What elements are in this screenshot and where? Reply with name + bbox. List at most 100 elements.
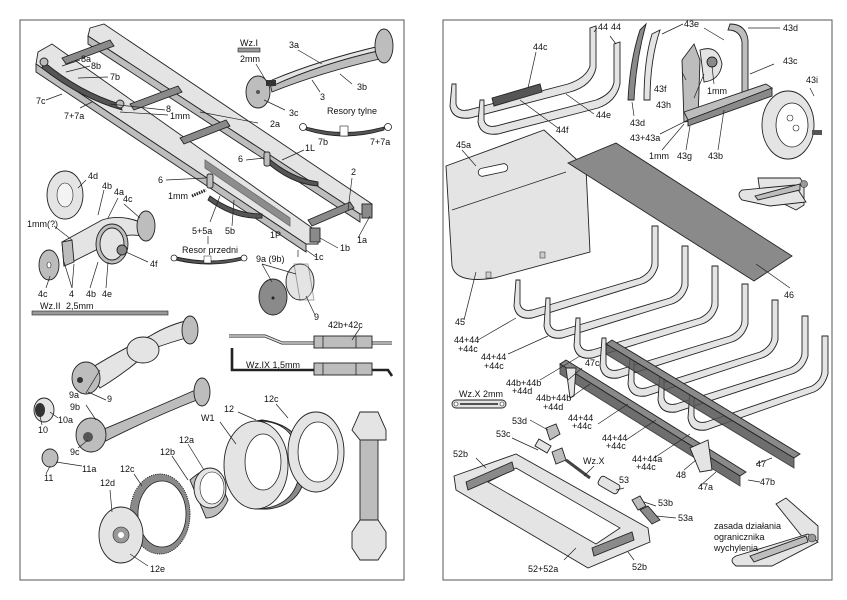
stack-label: +44d [543, 402, 563, 412]
part-label: 47b [760, 477, 775, 487]
part-label: 44 [611, 22, 621, 32]
part-label: 47 [756, 459, 766, 469]
part-label: 1mm [168, 191, 188, 201]
part-label: 7b [318, 137, 328, 147]
hub-parts-9 [258, 263, 315, 316]
part-label: 4f [150, 259, 158, 269]
rear-spring-assembly [237, 28, 394, 137]
part-label: 1L [305, 143, 315, 153]
stack-label: 44+44 [568, 413, 593, 423]
stack-label: +44c [458, 344, 478, 354]
wheel-parts-12 [98, 411, 387, 564]
part-label: 6 [238, 154, 243, 164]
stack-label: +44c [484, 361, 504, 371]
stack-label: 44+44 [481, 352, 506, 362]
stack-label: 44+44 [602, 433, 627, 443]
part-label: 8b [91, 61, 101, 71]
left-labels: 8a 8b 7b 7c 7+7a 8 1mm Wz.I 2mm 3a 3b 3 … [27, 38, 390, 574]
part-label: 9a (9b) [256, 254, 285, 264]
spare-axle-bar [351, 411, 387, 561]
rear-springs-caption: Resory tylne [327, 106, 377, 116]
part-label: 9b [70, 402, 80, 412]
part-label: 53 [619, 475, 629, 485]
stack-label: 44b+44b [536, 393, 571, 403]
part-label: 53c [496, 429, 511, 439]
part-label: 43g [677, 151, 692, 161]
note-line-1: zasada działania [714, 521, 781, 531]
body-panels [445, 129, 793, 282]
part-label: 7+7a [370, 137, 390, 147]
wire-wz2-swatch [31, 310, 169, 316]
part-label: 43d [783, 23, 798, 33]
part-label: 45a [456, 140, 471, 150]
part-label: 10a [58, 415, 73, 425]
stack-label: +44c [572, 421, 592, 431]
part-label: 1b [340, 243, 350, 253]
part-label: 4 [69, 289, 74, 299]
part-label: 10 [38, 425, 48, 435]
part-label: 9 [107, 394, 112, 404]
stack-label: +44c [606, 441, 626, 451]
part-label: 52b [632, 562, 647, 572]
part-label: 44 [598, 22, 608, 32]
part-label: 53a [678, 513, 693, 523]
right-labels: 44 44 44c 44e 44f 43e 43d 43c 43i 43f 1m… [453, 19, 818, 574]
part-label: 47c [585, 358, 600, 368]
cross-member-2 [307, 201, 355, 227]
wire-wz9-label: Wz.IX 1,5mm [246, 360, 300, 370]
chassis-frame [35, 23, 373, 253]
part-label: 5+5a [192, 226, 212, 236]
front-axle-assembly [31, 170, 248, 316]
part-label: 12 [224, 404, 234, 414]
part-label: 44e [596, 110, 611, 120]
part-label: 52+52a [528, 564, 558, 574]
part-label: 43e [684, 19, 699, 29]
part-label: 47a [698, 482, 713, 492]
part-label: 43b [708, 151, 723, 161]
part-label: Wz.X [583, 456, 605, 466]
part-label: 4d [88, 171, 98, 181]
rails-47 [559, 339, 801, 487]
part-label: 4b [86, 289, 96, 299]
part-label: 53b [658, 498, 673, 508]
part-label: 44c [533, 42, 548, 52]
wire-wz1-size: 2mm [240, 54, 260, 64]
part-label: 6 [158, 175, 163, 185]
part-label: 5b [225, 226, 235, 236]
left-panel: 8a 8b 7b 7c 7+7a 8 1mm Wz.I 2mm 3a 3b 3 … [19, 19, 405, 581]
part-label: 4b [102, 181, 112, 191]
part-label: 3c [289, 108, 299, 118]
right-panel: 44 44 44c 44e 44f 43e 43d 43c 43i 43f 1m… [442, 19, 833, 581]
wire-wz9-assembly [229, 334, 394, 377]
part-label: 12a [179, 435, 194, 445]
part-label: 48 [676, 470, 686, 480]
part-label: 43+43a [630, 133, 660, 143]
part-label: 4c [38, 289, 48, 299]
wire-wz2-size: 2,5mm [66, 301, 94, 311]
part-label: 43h [656, 100, 671, 110]
part-label: 11a [82, 464, 96, 474]
part-label: 43f [654, 84, 667, 94]
part-label: 1mm [170, 111, 190, 121]
part-label: 53d [512, 416, 527, 426]
left-leader-lines [39, 49, 371, 567]
part-label: 9a [69, 390, 79, 400]
part-label: 1mm(?) [27, 219, 58, 229]
part-label: 1mm [649, 151, 669, 161]
part-label: 3a [289, 40, 299, 50]
stack-label: +44c [636, 462, 656, 472]
part-label: 4c [123, 194, 133, 204]
part-label: 9c [70, 447, 80, 457]
wire-wz2-title: Wz.II [40, 301, 61, 311]
part-label: 46 [784, 290, 794, 300]
part-label: 45 [455, 317, 465, 327]
part-label: 7b [110, 72, 120, 82]
limiter-principle-illustration [731, 497, 819, 567]
stack-label: 44+44 [454, 335, 479, 345]
stack-label: 44+44a [632, 454, 662, 464]
part-label: 3 [320, 92, 325, 102]
part-label: 43i [806, 75, 818, 85]
part-label: 1P [270, 230, 281, 240]
side-frames-44 [449, 22, 822, 211]
part-label: 7+7a [64, 111, 84, 121]
